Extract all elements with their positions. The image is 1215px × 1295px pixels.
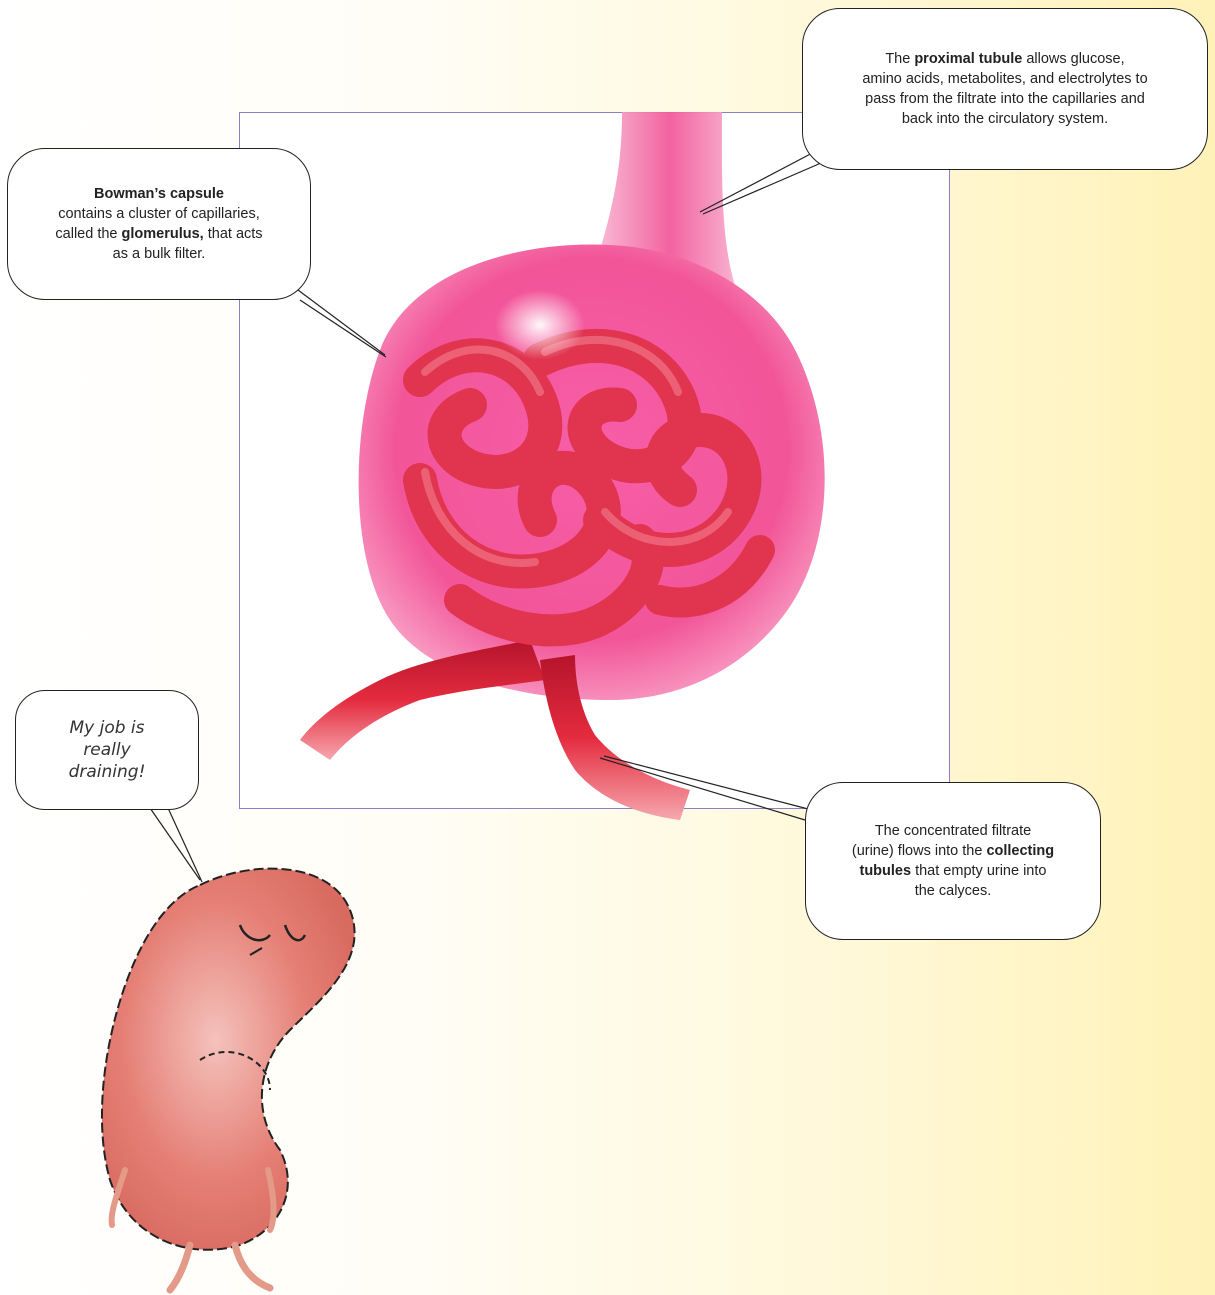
- proximal-line2: amino acids, metabolites, and electrolyt…: [862, 71, 1147, 87]
- collecting-line3-post: that empty urine into: [911, 863, 1046, 879]
- bowman-pointer: [298, 290, 385, 355]
- afferent-arteriole: [300, 640, 545, 760]
- collecting-line1: The concentrated filtrate: [875, 823, 1031, 839]
- collecting-line2-pre: (urine) flows into the: [852, 843, 987, 859]
- speech-line2: really: [83, 740, 130, 760]
- tubules-term: tubules: [860, 863, 912, 879]
- bowmans-capsule-term: Bowman’s capsule: [94, 186, 224, 202]
- collecting-tubules-callout: The concentrated filtrate (urine) flows …: [805, 782, 1101, 940]
- bowman-line1: contains a cluster of capillaries,: [58, 206, 260, 222]
- proximal-line4: back into the circulatory system.: [902, 111, 1108, 127]
- bowman-line3: as a bulk filter.: [113, 246, 206, 262]
- collecting-line4: the calyces.: [915, 883, 992, 899]
- proximal-post: allows glucose,: [1022, 51, 1124, 67]
- kidney-speech-bubble: My job is really draining!: [15, 690, 199, 810]
- speech-pointer: [150, 808, 200, 880]
- collecting-term: collecting: [986, 843, 1054, 859]
- bowman-line2-post: that acts: [204, 226, 263, 242]
- bowmans-capsule-callout: Bowman’s capsule contains a cluster of c…: [7, 148, 311, 300]
- kidney-character: [102, 869, 355, 1290]
- speech-line1: My job is: [69, 718, 144, 738]
- speech-line3: draining!: [69, 762, 146, 782]
- glomerulus-term: glomerulus,: [122, 226, 204, 242]
- proximal-tubule-callout: The proximal tubule allows glucose, amin…: [802, 8, 1208, 170]
- proximal-pre: The: [885, 51, 914, 67]
- proximal-tubule-term: proximal tubule: [914, 51, 1022, 67]
- bowman-line2-pre: called the: [55, 226, 121, 242]
- highlight-glint: [495, 290, 585, 360]
- proximal-line3: pass from the filtrate into the capillar…: [865, 91, 1145, 107]
